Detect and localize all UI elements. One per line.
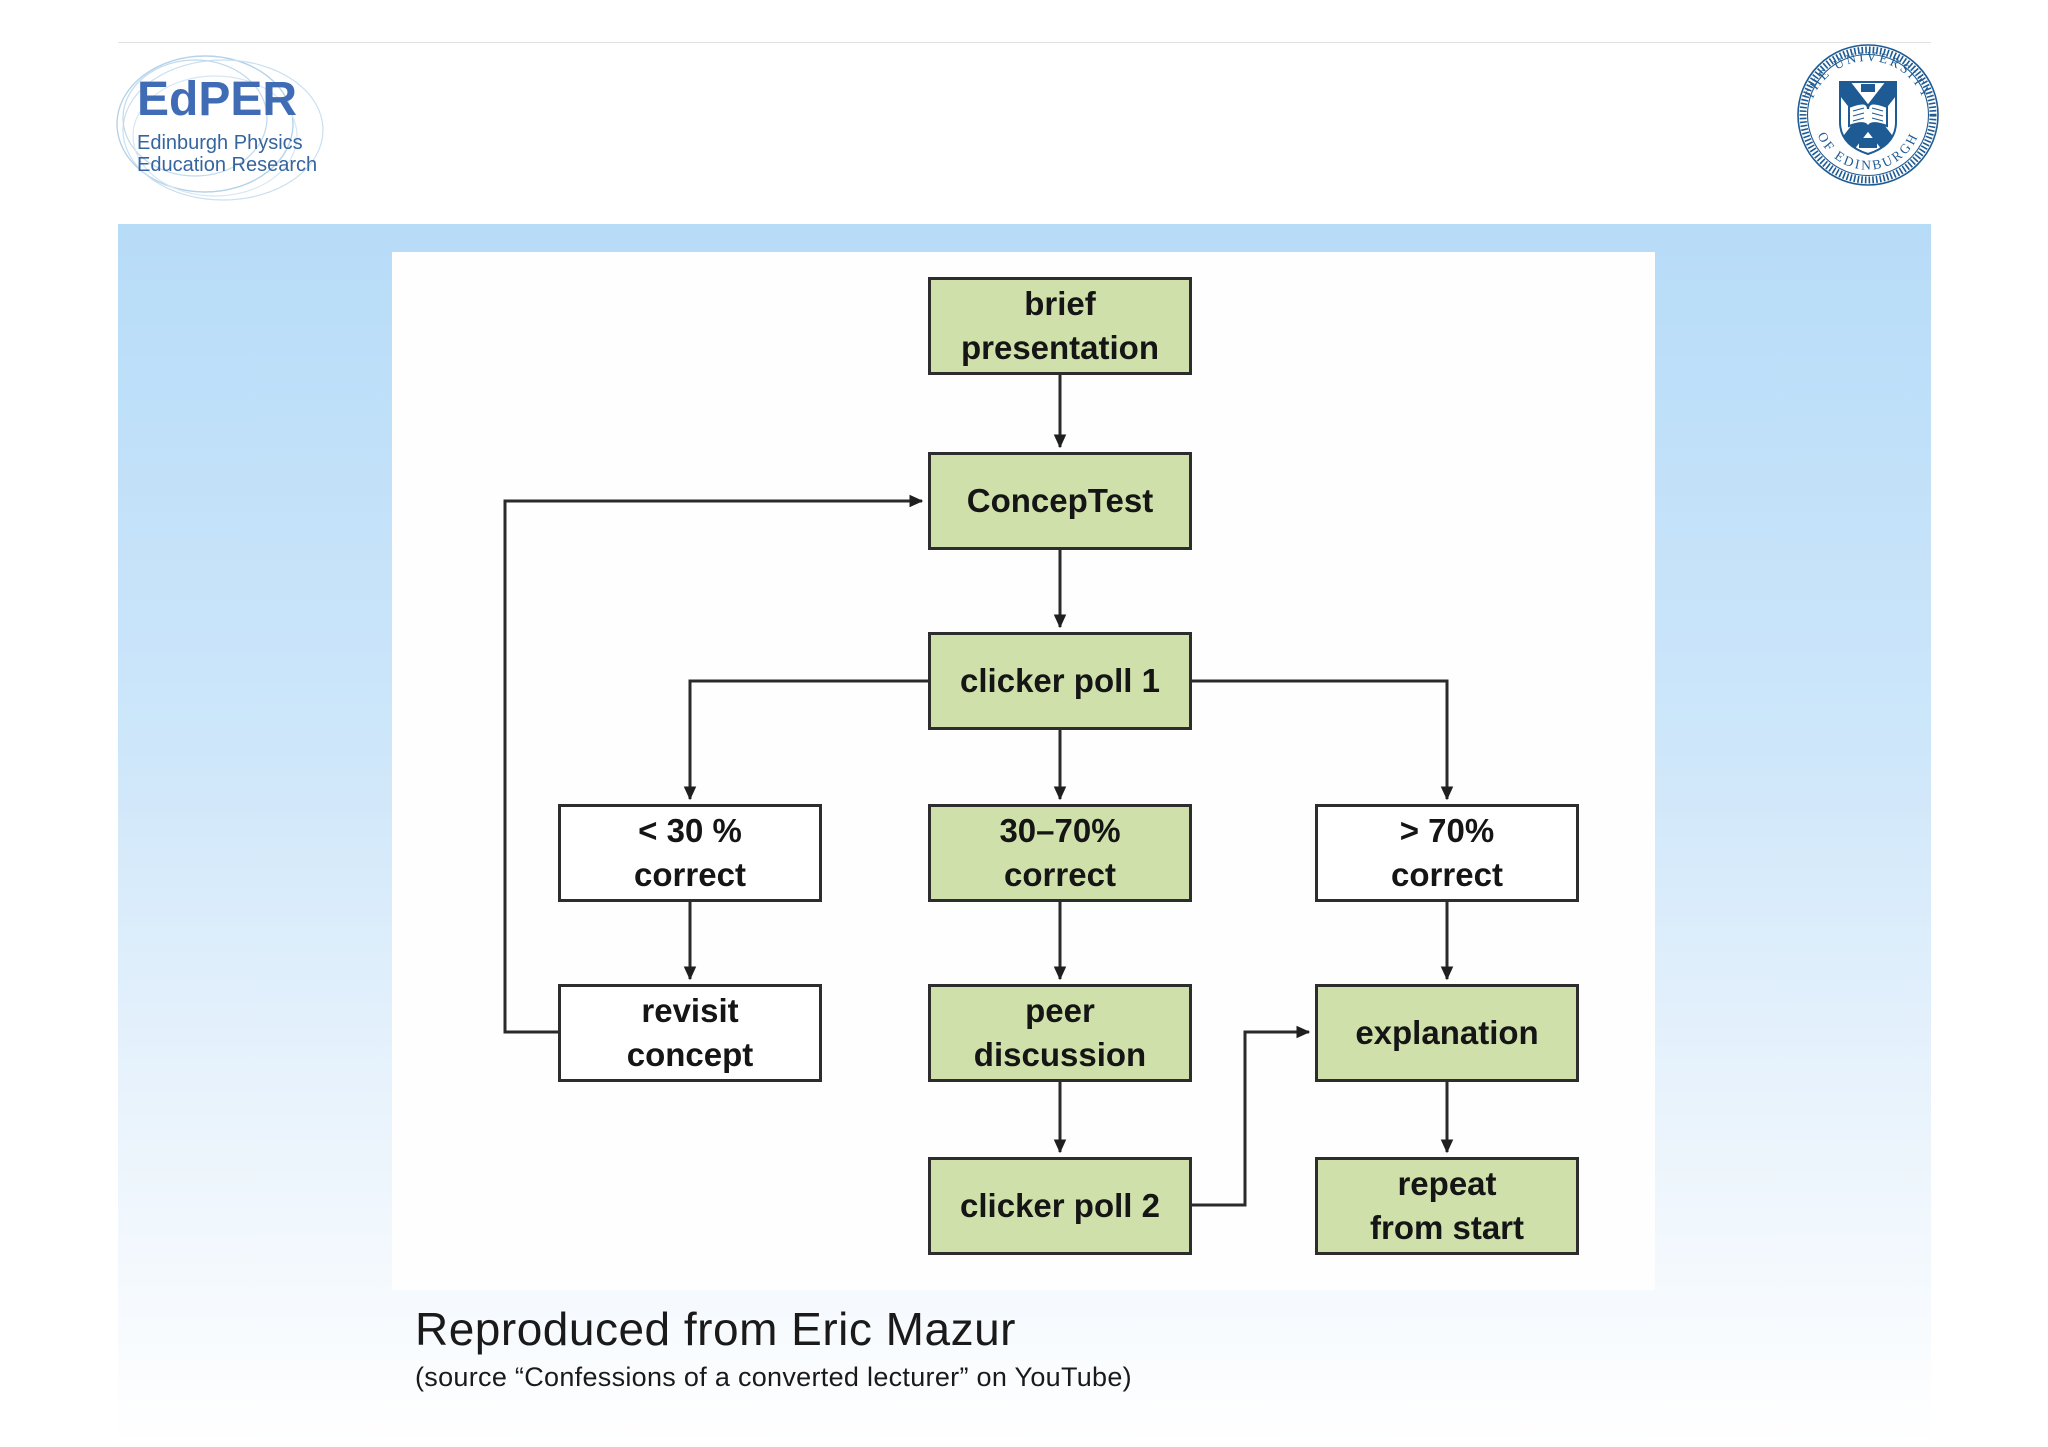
node-brief-presentation: brief presentation (928, 277, 1192, 375)
node-clicker-poll-2: clicker poll 2 (928, 1157, 1192, 1255)
caption-title: Reproduced from Eric Mazur (415, 1303, 1016, 1355)
arrow-poll1-to-lt30 (683, 679, 928, 801)
node-label: peer discussion (973, 992, 1147, 1073)
header-divider-line (118, 42, 1931, 43)
node-lt-30-correct: < 30 % correct (558, 804, 822, 902)
node-revisit-concept: revisit concept (558, 984, 822, 1082)
node-explanation: explanation (1315, 984, 1579, 1082)
edper-logo: EdPER Edinburgh Physics Education Resear… (95, 50, 375, 210)
node-label: 30–70% correct (999, 812, 1121, 893)
edper-acronym: EdPER (137, 73, 298, 126)
arrow-poll2-to-explanation (1192, 1025, 1311, 1207)
node-label: ConcepTest (966, 482, 1154, 520)
node-label: < 30 % correct (634, 812, 746, 893)
crest-open-book (1848, 102, 1888, 130)
node-gt-70-correct: > 70% correct (1315, 804, 1579, 902)
flowchart-panel: brief presentation ConcepTest clicker po… (392, 252, 1655, 1290)
node-label: clicker poll 2 (960, 1187, 1160, 1225)
edper-logo-circles (116, 55, 324, 201)
node-label: > 70% correct (1391, 812, 1503, 893)
node-clicker-poll-1: clicker poll 1 (928, 632, 1192, 730)
node-30-70-correct: 30–70% correct (928, 804, 1192, 902)
node-label: repeat from start (1369, 1165, 1525, 1246)
node-label: revisit concept (626, 992, 754, 1073)
node-peer-discussion: peer discussion (928, 984, 1192, 1082)
arrow-poll1-to-gt70 (1192, 679, 1454, 801)
node-label: clicker poll 1 (960, 662, 1160, 700)
node-label: brief presentation (960, 285, 1160, 366)
caption: Reproduced from Eric Mazur (source “Conf… (415, 1302, 1132, 1393)
edper-subtitle-line2: Education Research (137, 154, 318, 176)
edper-subtitle-line1: Edinburgh Physics (137, 132, 303, 154)
node-repeat-from-start: repeat from start (1315, 1157, 1579, 1255)
caption-source: (source “Confessions of a converted lect… (415, 1362, 1132, 1392)
flow-connectors (503, 375, 1454, 1207)
arrow-revisit-to-conceptest (503, 494, 924, 1034)
crest-shield (1839, 81, 1897, 156)
node-conceptest: ConcepTest (928, 452, 1192, 550)
university-of-edinburgh-crest: THE UNIVERSITY · OF EDINBURGH · (1792, 30, 1941, 188)
node-label: explanation (1355, 1014, 1539, 1052)
crest-hatch-ring (1799, 46, 1937, 184)
